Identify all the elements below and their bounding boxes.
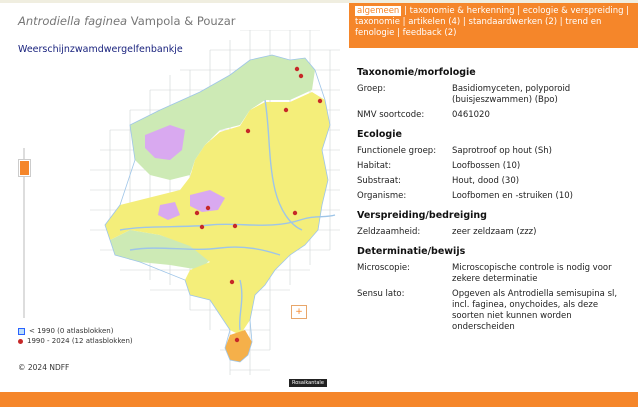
land-yellow — [105, 92, 330, 335]
zoom-slider-track[interactable] — [23, 148, 25, 318]
info-row: Sensu lato: Opgeven als Antrodiella semi… — [357, 289, 627, 333]
info-label: Habitat: — [357, 161, 392, 171]
limburg-orange — [225, 330, 252, 362]
info-label: Zeldzaamheid: — [357, 227, 421, 237]
map-subtitle: Weerschijnzwamdwergelfenbankje — [18, 44, 183, 55]
info-label: Organisme: — [357, 191, 407, 201]
nav-link-taxonomie[interactable]: taxonomie — [355, 17, 400, 27]
info-label: Functionele groep: — [357, 146, 437, 156]
nav-link-taxonomie-herkenning[interactable]: taxonomie & herkenning — [409, 6, 515, 16]
legend-label: < 1990 (0 atlasblokken) — [29, 327, 114, 335]
info-value: Saprotroof op hout (Sh) — [452, 146, 552, 156]
info-label: NMV soortcode: — [357, 110, 425, 120]
info-row: NMV soortcode: 0461020 — [357, 110, 627, 121]
footer-bar — [0, 392, 638, 407]
land-purple — [145, 125, 225, 220]
map-badge[interactable]: Rosaikantale — [289, 379, 327, 387]
legend-item-before-1990: < 1990 (0 atlasblokken) — [18, 326, 133, 336]
record-dots — [194, 66, 323, 343]
info-label: Sensu lato: — [357, 289, 405, 299]
legend-item-1990-2024: 1990 - 2024 (12 atlasblokken) — [18, 336, 133, 346]
nav-link-ecologie-verspreiding[interactable]: ecologie & verspreiding — [522, 6, 624, 16]
legend-label: 1990 - 2024 (12 atlasblokken) — [27, 337, 133, 345]
copyright: © 2024 NDFF — [18, 363, 70, 372]
info-row: Zeldzaamheid: zeer zeldzaam (zzz) — [357, 227, 627, 238]
section-title-determinatie: Determinatie/bewijs — [357, 246, 466, 257]
top-border — [0, 0, 638, 3]
section-title-ecologie: Ecologie — [357, 129, 402, 140]
info-value: 0461020 — [452, 110, 490, 120]
nav-links: algemeen | taxonomie & herkenning | ecol… — [355, 6, 630, 38]
info-row: Groep: Basidiomyceten, polyporoid (buisj… — [357, 84, 627, 106]
nav-link-artikelen[interactable]: artikelen (4) — [408, 17, 461, 27]
map-legend: < 1990 (0 atlasblokken) 1990 - 2024 (12 … — [18, 326, 133, 346]
legend-dot-icon — [18, 338, 23, 344]
nav-link-trend-fenologie[interactable]: trend en fenologie — [355, 17, 602, 38]
info-row: Organisme: Loofbomen en -struiken (10) — [357, 191, 627, 202]
info-value: Opgeven als Antrodiella semisupina sl, i… — [452, 289, 618, 332]
info-value: zeer zeldzaam (zzz) — [452, 227, 537, 237]
info-row: Functionele groep: Saprotroof op hout (S… — [357, 146, 627, 157]
zoom-button[interactable]: + — [291, 305, 307, 319]
info-label: Substraat: — [357, 176, 402, 186]
info-row: Habitat: Loofbossen (10) — [357, 161, 627, 172]
distribution-map[interactable] — [90, 30, 340, 375]
rivers — [119, 99, 336, 331]
info-value: Loofbomen en -struiken (10) — [452, 191, 573, 201]
coast-outline — [104, 54, 331, 363]
species-title: Antrodiella faginea Vampola & Pouzar — [18, 14, 236, 28]
species-name: Antrodiella faginea — [18, 14, 128, 28]
nav-link-algemeen[interactable]: algemeen — [355, 6, 402, 16]
section-title-taxonomie: Taxonomie/morfologie — [357, 67, 476, 78]
nav-link-standaardwerken[interactable]: standaardwerken (2) — [468, 17, 558, 27]
info-row: Microscopie: Microscopische controle is … — [357, 263, 627, 285]
info-row: Substraat: Hout, dood (30) — [357, 176, 627, 187]
info-value: Microscopische controle is nodig voor ze… — [452, 263, 612, 284]
info-value: Loofbossen (10) — [452, 161, 521, 171]
species-author: Vampola & Pouzar — [130, 14, 236, 28]
info-value: Basidiomyceten, polyporoid (buisjeszwamm… — [452, 84, 571, 105]
info-label: Microscopie: — [357, 263, 411, 273]
zoom-slider-handle[interactable] — [19, 160, 30, 176]
section-title-verspreiding: Verspreiding/bedreiging — [357, 210, 487, 221]
legend-square-icon — [18, 327, 25, 335]
info-value: Hout, dood (30) — [452, 176, 520, 186]
species-info: Taxonomie/morfologie Groep: Basidiomycet… — [357, 67, 627, 337]
nav-link-feedback[interactable]: feedback (2) — [402, 28, 457, 38]
info-label: Groep: — [357, 84, 386, 94]
